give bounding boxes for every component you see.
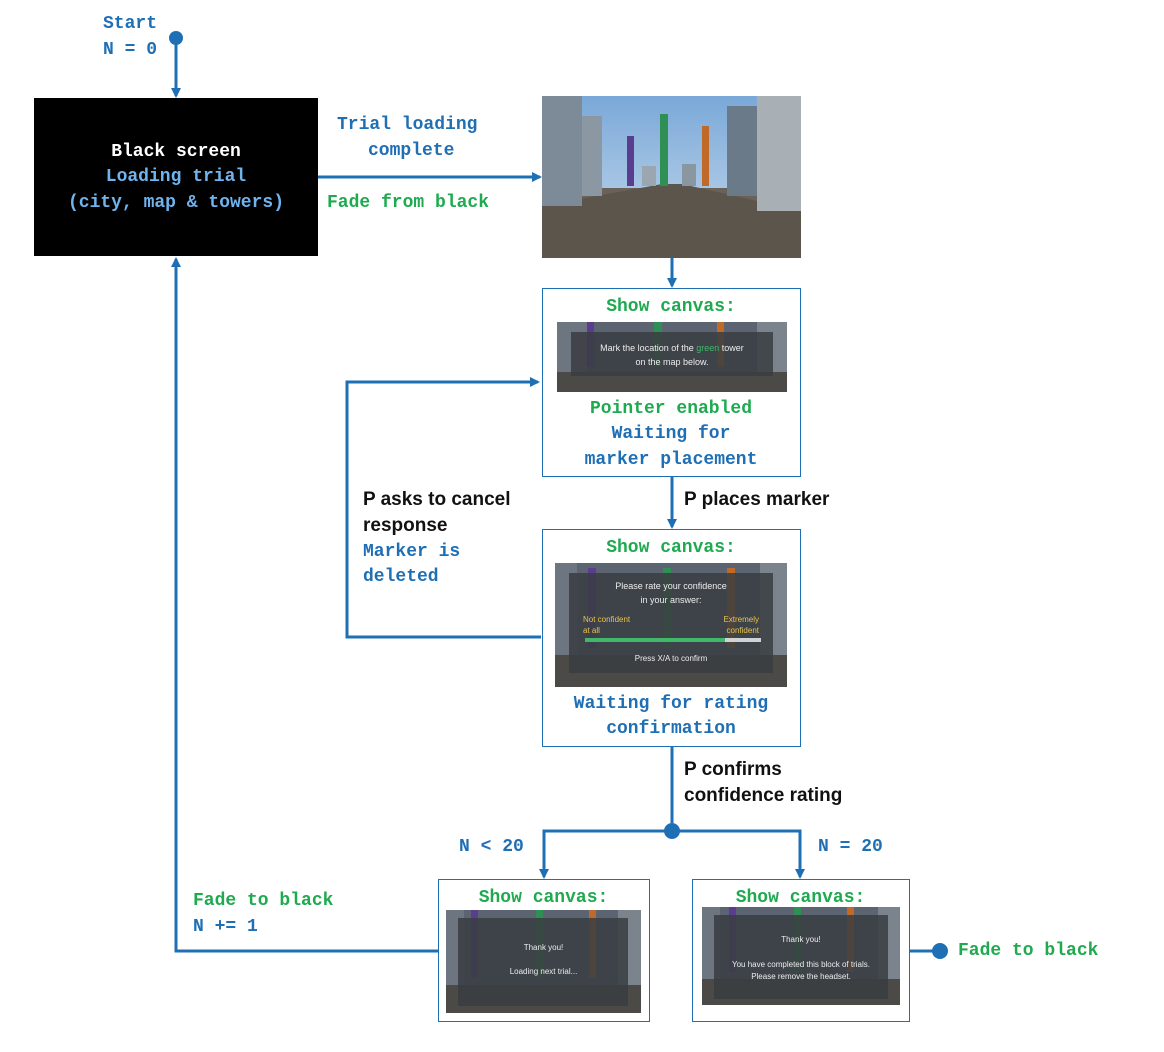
overlay-prefix: Mark the location of the bbox=[600, 343, 694, 353]
canvas-rating-heading: Show canvas: bbox=[606, 538, 736, 558]
canvas-next-overlay-line2: Loading next trial... bbox=[509, 967, 578, 976]
canvas-rating-box: Show canvas: Please rate your confidence… bbox=[542, 529, 801, 747]
canvas-end-image: Thank you! You have completed this block… bbox=[702, 907, 900, 1005]
canvas-end-box: Show canvas: Thank you! You have complet… bbox=[692, 879, 910, 1022]
branch-right-label: N = 20 bbox=[818, 837, 883, 857]
start-label: Start bbox=[103, 14, 158, 34]
edge-loading-line1: Trial loading bbox=[337, 115, 478, 135]
overlay-color-word: green bbox=[696, 343, 720, 353]
canvas-next-box: Show canvas: Thank you! Loading next tri… bbox=[438, 879, 650, 1022]
canvas-rating-overlay-line2: in your answer: bbox=[640, 595, 702, 605]
canvas-marker-overlay-line2: on the map below. bbox=[635, 357, 709, 367]
black-screen-line2: (city, map & towers) bbox=[67, 193, 285, 213]
edge-loop-line2: N += 1 bbox=[193, 917, 258, 937]
edge-cancel-line2: response bbox=[363, 515, 448, 536]
black-screen-line1: Loading trial bbox=[105, 167, 247, 187]
canvas-end-heading: Show canvas: bbox=[735, 888, 866, 908]
edge-loading-line2: complete bbox=[368, 141, 455, 161]
rating-high-line1: Extremely bbox=[723, 615, 759, 624]
canvas-end-overlay-line3: Please remove the headset. bbox=[751, 972, 851, 981]
rating-high-line2: confident bbox=[726, 626, 759, 635]
edge-place-label: P places marker bbox=[684, 489, 830, 510]
end-node bbox=[932, 943, 948, 959]
overlay-suffix: tower bbox=[721, 343, 744, 353]
canvas-next-overlay-line1: Thank you! bbox=[523, 943, 564, 952]
arrow-branch-left bbox=[539, 829, 665, 879]
canvas-marker-state3: marker placement bbox=[584, 450, 758, 470]
branch-node bbox=[664, 823, 680, 839]
canvas-marker-state2: Waiting for bbox=[611, 424, 731, 444]
canvas-marker-overlay-line1: Mark the location of the green tower bbox=[557, 343, 787, 353]
rating-low-line1: Not confident bbox=[583, 615, 631, 624]
edge-confirm-line1: P confirms bbox=[684, 759, 782, 780]
canvas-rating-image: Please rate your confidence in your answ… bbox=[555, 563, 787, 687]
canvas-next-image: Thank you! Loading next trial... bbox=[446, 910, 641, 1013]
canvas-next-heading: Show canvas: bbox=[478, 888, 609, 908]
edge-loop-line1: Fade to black bbox=[193, 891, 334, 911]
canvas-end-overlay-line2: You have completed this block of trials. bbox=[731, 960, 870, 969]
canvas-rating-state2: confirmation bbox=[606, 719, 736, 739]
arrow-branch-right bbox=[679, 829, 805, 879]
city-view-image bbox=[542, 96, 801, 258]
canvas-marker-image: Mark the location of the green tower on … bbox=[557, 322, 787, 392]
edge-cancel-line4: deleted bbox=[363, 567, 439, 587]
edge-cancel-line1: P asks to cancel bbox=[363, 489, 511, 510]
end-label: Fade to black bbox=[958, 941, 1099, 961]
black-screen-title: Black screen bbox=[111, 142, 241, 162]
branch-left-label: N < 20 bbox=[459, 837, 524, 857]
edge-loading-action: Fade from black bbox=[327, 193, 490, 213]
rating-slider-fill bbox=[585, 638, 725, 642]
canvas-marker-box: Show canvas: Mark the location of the gr… bbox=[542, 288, 801, 477]
arrow-cancel-loop bbox=[345, 377, 541, 639]
rating-confirm-text: Press X/A to confirm bbox=[634, 654, 708, 663]
canvas-rating-overlay-line1: Please rate your confidence bbox=[615, 581, 727, 591]
canvas-marker-state1: Pointer enabled bbox=[589, 399, 753, 419]
rating-low-line2: at all bbox=[583, 626, 600, 635]
black-screen-box: Black screen Loading trial (city, map & … bbox=[34, 98, 318, 256]
canvas-end-overlay-line1: Thank you! bbox=[781, 935, 821, 944]
canvas-marker-heading: Show canvas: bbox=[606, 297, 736, 317]
start-counter: N = 0 bbox=[103, 40, 158, 60]
arrow-loop-back bbox=[171, 257, 438, 953]
edge-confirm-line2: confidence rating bbox=[684, 785, 843, 806]
start-node bbox=[169, 31, 183, 45]
canvas-rating-state1: Waiting for rating bbox=[573, 694, 769, 714]
edge-cancel-line3: Marker is bbox=[363, 542, 461, 562]
